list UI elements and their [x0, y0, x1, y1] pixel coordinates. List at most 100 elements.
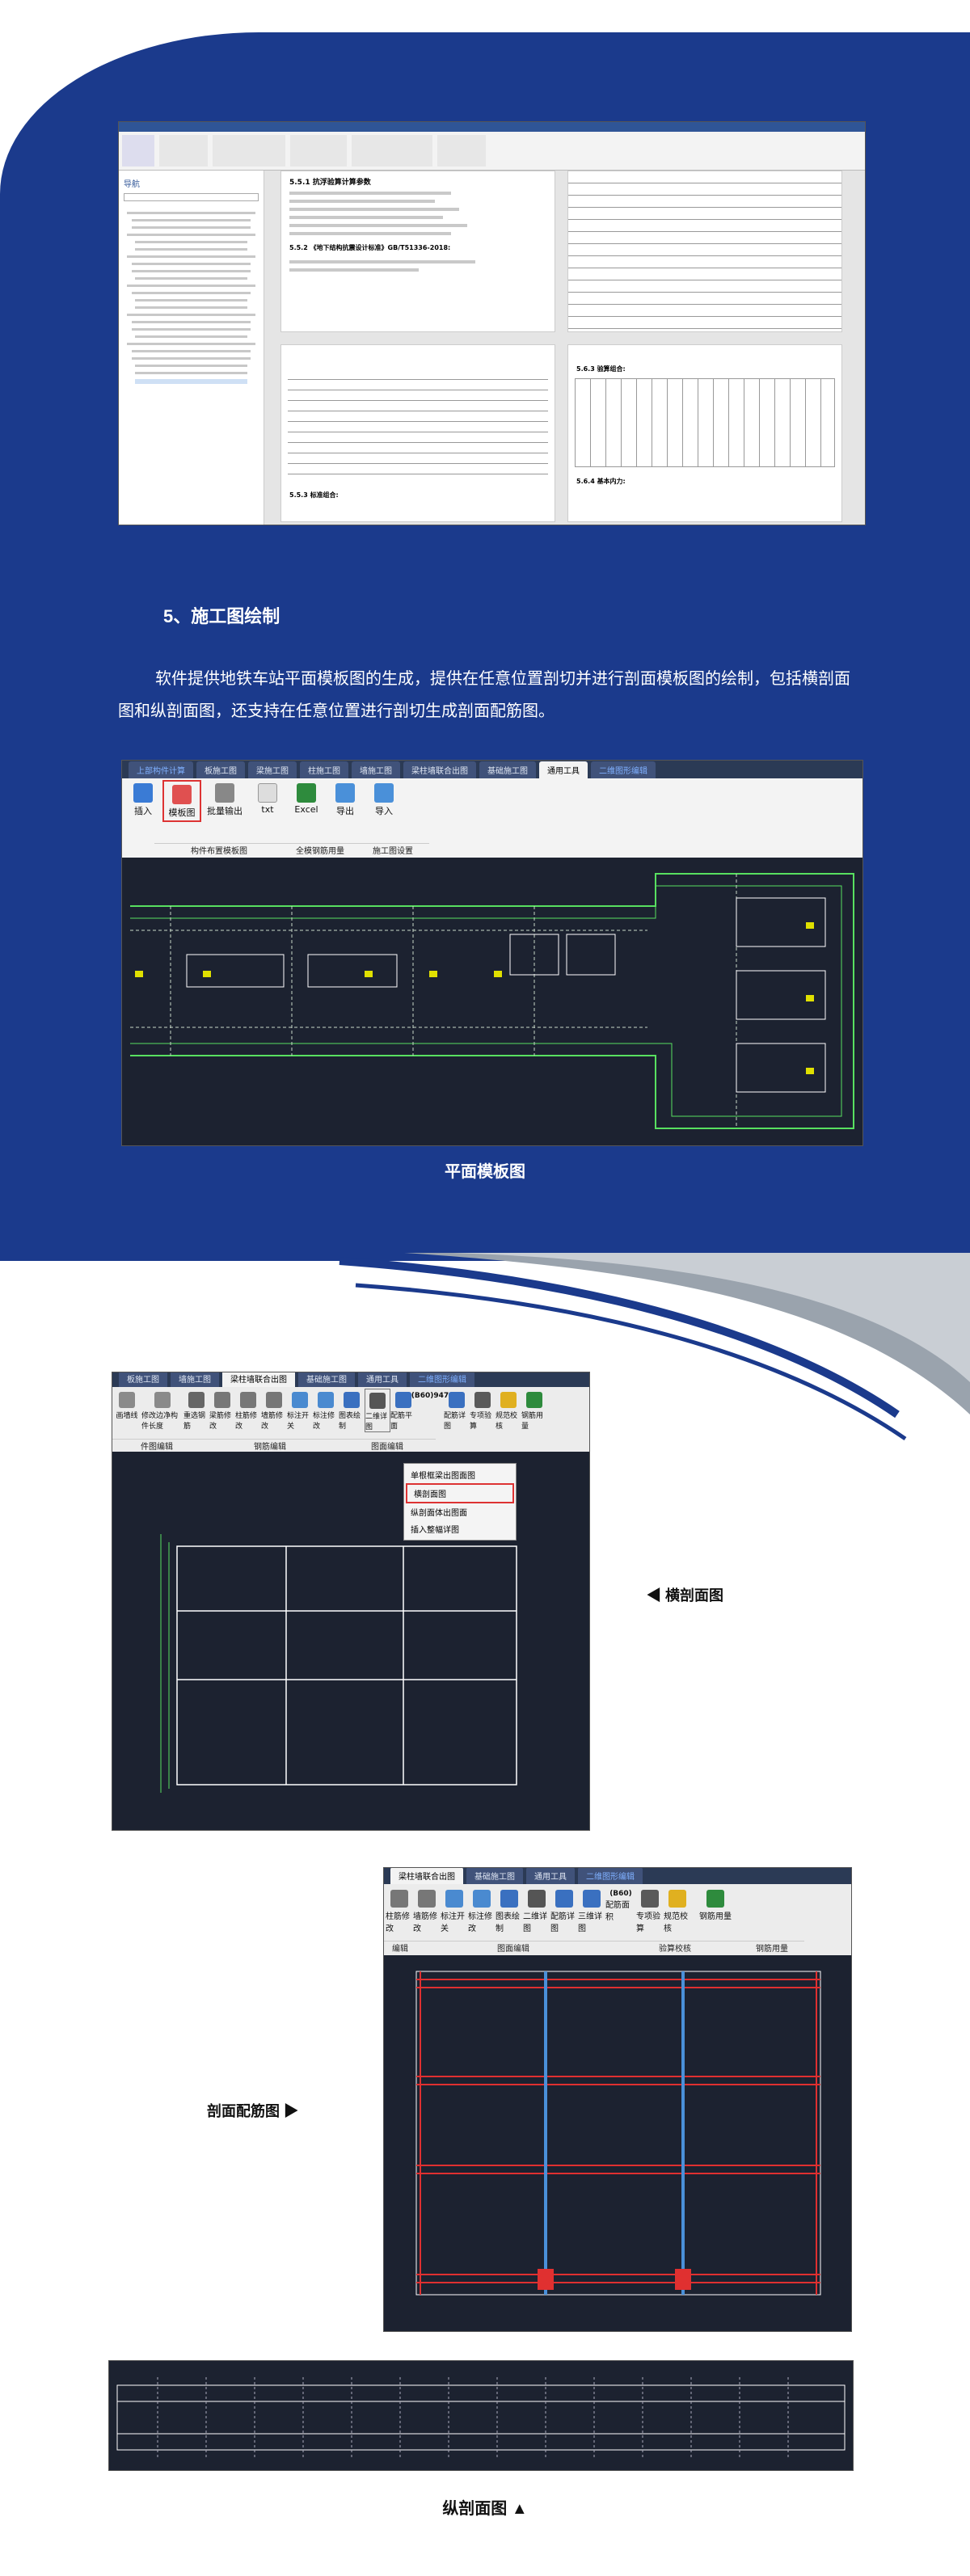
tab-joint[interactable]: 梁柱墙联合出图	[403, 761, 476, 778]
export-icon	[335, 783, 355, 803]
cross-group-drawing: 图面编辑	[339, 1439, 436, 1452]
long-screenshot	[108, 2360, 854, 2471]
insert-button[interactable]: 插入	[124, 780, 162, 822]
r-detail-3d-button[interactable]: 三维详图	[578, 1887, 605, 1933]
r-column-rebar-button[interactable]: 柱筋修改	[386, 1887, 413, 1933]
cross-tab-wall[interactable]: 墙施工图	[171, 1372, 219, 1387]
sidebar-title: 导航	[124, 180, 140, 189]
cross-tab-general[interactable]: 通用工具	[358, 1372, 407, 1387]
long-cad-canvas	[116, 2377, 846, 2458]
r-detail-2d-button[interactable]: 二维详图	[523, 1887, 550, 1933]
cross-cad-canvas	[160, 1534, 517, 1793]
column-rebar-button[interactable]: 柱筋修改	[235, 1389, 261, 1432]
doc-heading-2: 5.5.2 《地下结构抗震设计标准》GB/T51336-2018:	[289, 244, 451, 251]
section-heading: 5、施工图绘制	[163, 606, 280, 626]
batch-output-icon	[215, 783, 234, 803]
cross-screenshot: 板施工图 墙施工图 梁柱墙联合出图 基础施工图 通用工具 二维图形编辑 画墙线 …	[112, 1372, 590, 1831]
rebar-tab-foundation[interactable]: 基础施工图	[466, 1868, 523, 1884]
cross-tab-joint[interactable]: 梁柱墙联合出图	[222, 1372, 295, 1387]
group-rebar-usage: 全模钢筋用量	[284, 843, 356, 858]
plan-cad-canvas	[130, 873, 854, 1129]
cross-tab-slab[interactable]: 板施工图	[119, 1372, 167, 1387]
detail-2d-button[interactable]: 二维详图	[365, 1389, 390, 1432]
modify-length-button[interactable]: 修改边净构件长度	[141, 1389, 183, 1432]
rebar-group-check: 验算校核	[610, 1941, 740, 1955]
rebar-plan-button[interactable]: 配筋平面	[390, 1389, 416, 1432]
document-screenshot: 导航	[118, 121, 866, 525]
rebar-tab-2d[interactable]: 二维图形编辑	[578, 1868, 643, 1884]
cross-caption: ◀ 横剖面图	[647, 1587, 724, 1604]
r-chart-draw-button[interactable]: 图表绘制	[496, 1887, 523, 1933]
rebar-detail-button[interactable]: 配筋详图	[444, 1389, 470, 1432]
chart-draw-button[interactable]: 图表绘制	[339, 1389, 365, 1432]
rebar-cad-canvas	[415, 1971, 821, 2296]
tab-wall[interactable]: 墙施工图	[352, 761, 400, 778]
cross-group-component: 件图编辑	[112, 1439, 201, 1452]
tab-beam[interactable]: 梁施工图	[248, 761, 297, 778]
rebar-group-usage: 钢筋用量	[740, 1941, 804, 1955]
tab-general-tools[interactable]: 通用工具	[539, 761, 588, 778]
rebar-group-drawing: 图面编辑	[416, 1941, 610, 1955]
menu-item-single-beam[interactable]: 单根框梁出图面图	[411, 1472, 475, 1481]
beam-rebar-button[interactable]: 梁筋修改	[209, 1389, 235, 1432]
rebar-tab-joint[interactable]: 梁柱墙联合出图	[390, 1868, 463, 1884]
template-button[interactable]: 模板图	[162, 780, 201, 822]
tab-foundation[interactable]: 基础施工图	[479, 761, 536, 778]
r-label-modify-button[interactable]: 标注修改	[468, 1887, 496, 1933]
txt-button[interactable]: txt	[248, 780, 287, 822]
wall-rebar-button[interactable]: 墙筋修改	[261, 1389, 287, 1432]
group-component-template: 构件布置模板图	[154, 843, 284, 858]
tab-column[interactable]: 柱施工图	[300, 761, 348, 778]
b60-button[interactable]: (B60)947	[411, 1392, 449, 1400]
menu-item-cross-section[interactable]: 横剖面图	[406, 1483, 514, 1503]
nav-sidebar: 导航	[119, 171, 264, 525]
r-code-check-button[interactable]: 规范校核	[664, 1887, 691, 1933]
code-check-button[interactable]: 规范校核	[496, 1389, 521, 1432]
txt-icon	[258, 783, 277, 803]
rebar-screenshot: 梁柱墙联合出图 基础施工图 通用工具 二维图形编辑 柱筋修改 墙筋修改 标注开关…	[383, 1867, 852, 2332]
template-icon	[172, 785, 192, 804]
export-button[interactable]: 导出	[326, 780, 365, 822]
doc-heading-5: 5.5.3 标准组合:	[289, 491, 339, 499]
doc-heading-4: 5.6.4 基本内力:	[576, 478, 626, 485]
cross-group-rebar: 钢筋编辑	[201, 1439, 339, 1452]
long-caption: 纵剖面图 ▲	[442, 2500, 528, 2518]
import-icon	[374, 783, 394, 803]
r-special-check-button[interactable]: 专项验算	[636, 1887, 664, 1933]
decorative-swoosh	[339, 1253, 970, 1441]
r-rebar-detail-button[interactable]: 配筋详图	[550, 1887, 578, 1933]
r-label-toggle-button[interactable]: 标注开关	[441, 1887, 468, 1933]
r-rebar-area-button[interactable]: (B60)配筋面积	[605, 1890, 632, 1922]
r-rebar-usage-button[interactable]: 钢筋用量	[691, 1887, 740, 1933]
menu-item-insert-detail[interactable]: 插入整幅详图	[411, 1526, 459, 1535]
label-toggle-button[interactable]: 标注开关	[287, 1389, 313, 1432]
plan-screenshot: 上部构件计算 板施工图 梁施工图 柱施工图 墙施工图 梁柱墙联合出图 基础施工图…	[121, 760, 863, 1146]
cross-dropdown-menu: 单根框梁出图面图 横剖面图 纵剖面体出图面 插入整幅详图	[403, 1463, 517, 1541]
cross-tab-2d[interactable]: 二维图形编辑	[410, 1372, 474, 1387]
excel-button[interactable]: Excel	[287, 780, 326, 822]
menu-item-long-section[interactable]: 纵剖面体出图面	[411, 1509, 467, 1518]
import-button[interactable]: 导入	[365, 780, 403, 822]
rebar-usage-button[interactable]: 钢筋用量	[521, 1389, 547, 1432]
batch-output-button[interactable]: 批量输出	[201, 780, 248, 822]
rebar-caption: 剖面配筋图 ▶	[207, 2103, 299, 2119]
special-check-button[interactable]: 专项验算	[470, 1389, 496, 1432]
tab-2d-edit[interactable]: 二维图形编辑	[591, 761, 656, 778]
insert-icon	[133, 783, 153, 803]
tab-upper[interactable]: 上部构件计算	[129, 761, 193, 778]
tab-slab[interactable]: 板施工图	[196, 761, 245, 778]
reselect-rebar-button[interactable]: 重选钢筋	[183, 1389, 209, 1432]
rebar-tab-general[interactable]: 通用工具	[526, 1868, 575, 1884]
draw-wall-button[interactable]: 画墙线	[112, 1389, 141, 1432]
label-modify-button[interactable]: 标注修改	[313, 1389, 339, 1432]
excel-icon	[297, 783, 316, 803]
cross-tab-foundation[interactable]: 基础施工图	[298, 1372, 355, 1387]
rebar-group-edit: 编辑	[384, 1941, 416, 1955]
doc-heading-1: 5.5.1 抗浮验算计算参数	[289, 179, 371, 187]
plan-caption: 平面模板图	[445, 1163, 525, 1181]
doc-heading-3: 5.6.3 验算组合:	[576, 365, 626, 373]
group-drawing-settings: 施工图设置	[356, 843, 429, 858]
plan-tabbar: 上部构件计算 板施工图 梁施工图 柱施工图 墙施工图 梁柱墙联合出图 基础施工图…	[122, 761, 862, 778]
r-wall-rebar-button[interactable]: 墙筋修改	[413, 1887, 441, 1933]
section-paragraph: 软件提供地铁车站平面模板图的生成，提供在任意位置剖切并进行剖面模板图的绘制，包括…	[118, 670, 850, 720]
